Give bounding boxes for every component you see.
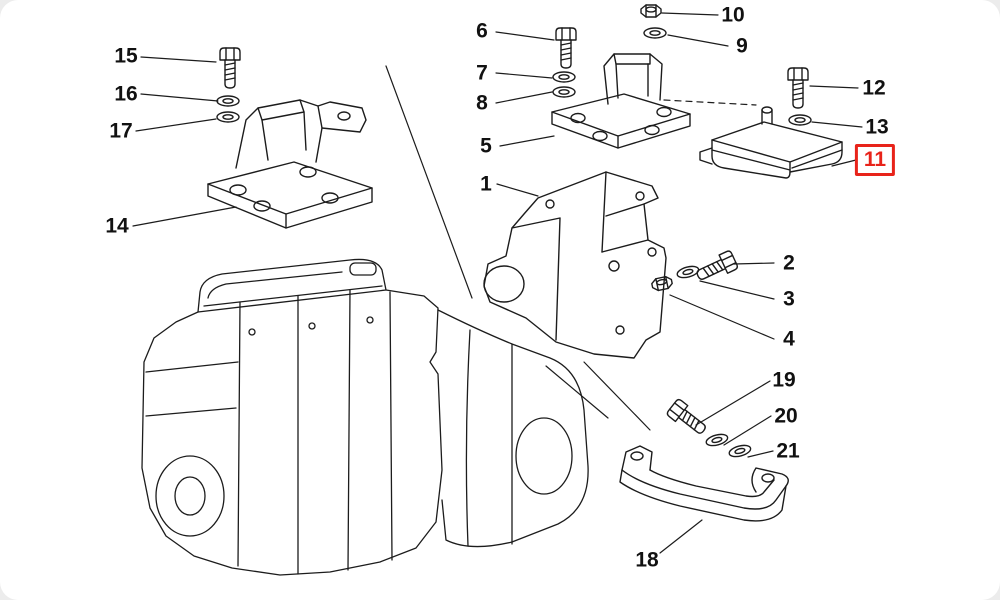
washer-7-drawing [552,71,576,83]
washer-8-drawing [552,86,576,98]
part-label-6: 6 [476,19,488,43]
part-label-17: 17 [109,119,133,143]
washer-16-drawing [216,95,240,107]
part-label-1: 1 [480,172,492,196]
washer-3-drawing [675,263,701,281]
leader-lines [132,12,863,554]
part-label-18: 18 [635,548,659,572]
bracket-18-drawing [619,445,789,522]
part-label-5: 5 [480,134,492,158]
part-label-16: 16 [114,82,138,106]
nut-10-drawing [640,4,662,18]
washer-17-drawing [216,111,240,123]
part-label-8: 8 [476,91,488,115]
engine-block-drawing [141,258,589,576]
washer-13-drawing [788,114,812,126]
nut-4-drawing [650,274,674,293]
bracket-14-drawing [207,99,373,229]
bracket-1-drawing [483,171,667,359]
washer-9-drawing [643,27,667,39]
bolt-2-drawing [693,249,740,286]
part-label-20: 20 [774,404,798,428]
bolt-12-drawing [787,67,809,109]
mount-11-drawing [699,106,843,179]
part-label-3: 3 [783,287,795,311]
part-label-11-highlighted: 11 [854,144,896,176]
part-label-14: 14 [105,214,129,238]
part-label-9: 9 [736,34,748,58]
washer-20-drawing [704,431,730,449]
part-label-7: 7 [476,61,488,85]
part-label-21: 21 [776,439,800,463]
part-label-13: 13 [865,115,889,139]
bolt-6-drawing [555,27,577,69]
part-label-2: 2 [783,251,795,275]
part-label-4: 4 [783,327,795,351]
bolt-15-drawing [219,47,241,89]
bracket-5-drawing [551,53,691,149]
part-label-15: 15 [114,44,138,68]
part-label-19: 19 [772,368,796,392]
part-label-10: 10 [721,3,745,27]
bolt-19-drawing [665,397,711,440]
part-label-12: 12 [862,76,886,100]
